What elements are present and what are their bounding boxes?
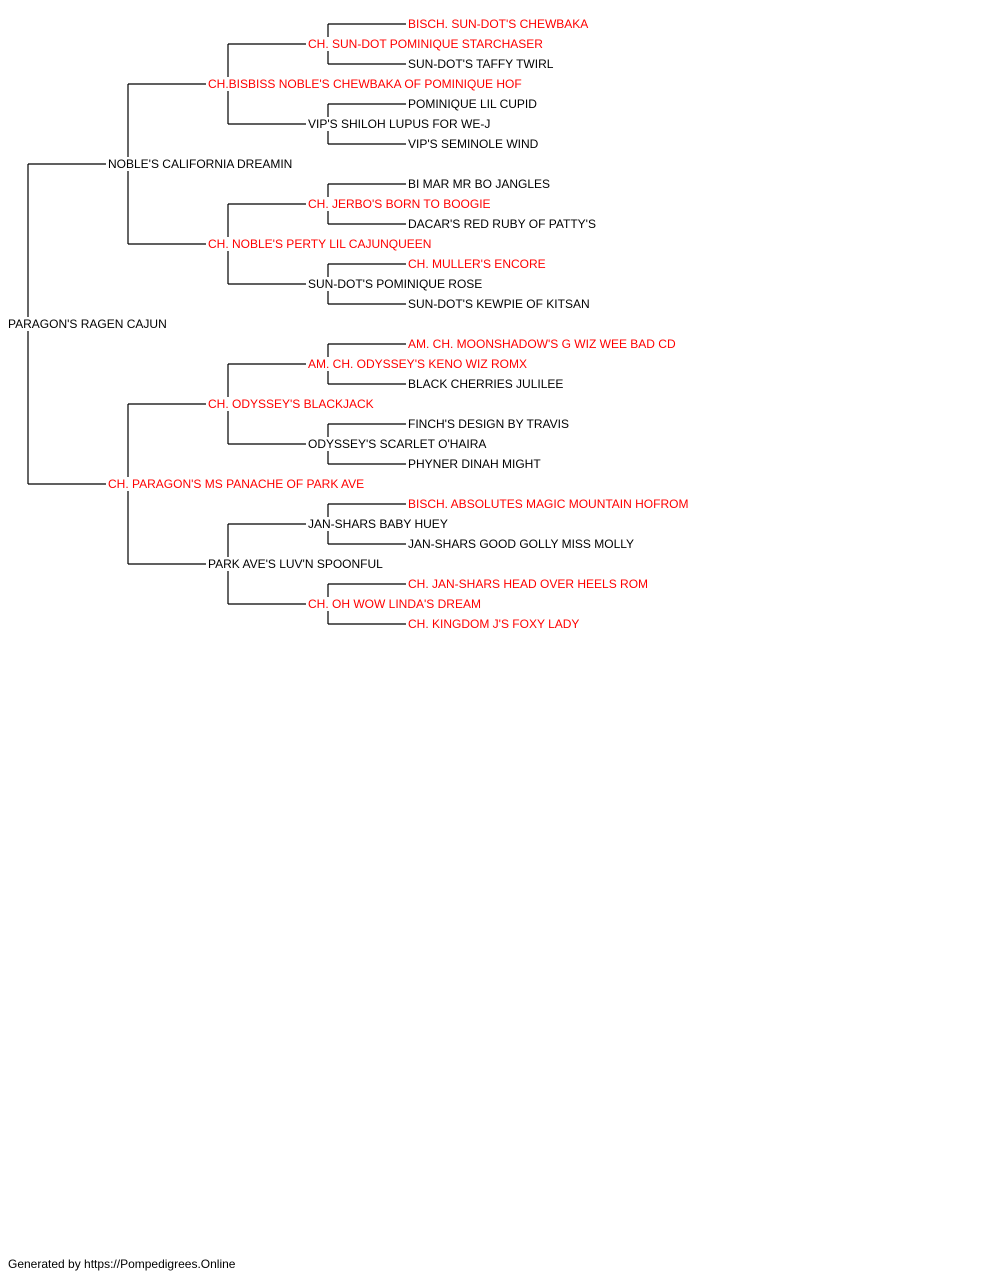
pedigree-node-gen1: CH. PARAGON'S MS PANACHE OF PARK AVE xyxy=(107,477,366,491)
pedigree-node-gen2: CH.BISBISS NOBLE'S CHEWBAKA OF POMINIQUE… xyxy=(207,77,523,91)
pedigree-node-gen4: BLACK CHERRIES JULILEE xyxy=(407,377,565,391)
pedigree-node-gen1: NOBLE'S CALIFORNIA DREAMIN xyxy=(107,157,294,171)
pedigree-node-gen4: CH. KINGDOM J'S FOXY LADY xyxy=(407,617,581,631)
pedigree-node-gen4: CH. MULLER'S ENCORE xyxy=(407,257,547,271)
pedigree-node-gen2: PARK AVE'S LUV'N SPOONFUL xyxy=(207,557,384,571)
pedigree-node-gen4: PHYNER DINAH MIGHT xyxy=(407,457,542,471)
pedigree-node-gen4: AM. CH. MOONSHADOW'S G WIZ WEE BAD CD xyxy=(407,337,677,351)
pedigree-node-gen4: VIP'S SEMINOLE WIND xyxy=(407,137,540,151)
pedigree-node-gen4: SUN-DOT'S KEWPIE OF KITSAN xyxy=(407,297,591,311)
pedigree-node-gen4: POMINIQUE LIL CUPID xyxy=(407,97,538,111)
pedigree-node-gen3: AM. CH. ODYSSEY'S KENO WIZ ROMX xyxy=(307,357,528,371)
pedigree-node-gen4: DACAR'S RED RUBY OF PATTY'S xyxy=(407,217,597,231)
pedigree-node-gen3: CH. JERBO'S BORN TO BOOGIE xyxy=(307,197,492,211)
pedigree-node-gen3: ODYSSEY'S SCARLET O'HAIRA xyxy=(307,437,488,451)
pedigree-node-gen4: SUN-DOT'S TAFFY TWIRL xyxy=(407,57,555,71)
pedigree-node-gen4: BISCH. SUN-DOT'S CHEWBAKA xyxy=(407,17,590,31)
pedigree-node-gen3: CH. SUN-DOT POMINIQUE STARCHASER xyxy=(307,37,544,51)
pedigree-node-gen4: JAN-SHARS GOOD GOLLY MISS MOLLY xyxy=(407,537,636,551)
footer-credit: Generated by https://Pompedigrees.Online xyxy=(8,1257,236,1271)
pedigree-node-gen4: FINCH'S DESIGN BY TRAVIS xyxy=(407,417,570,431)
pedigree-node-gen4: BI MAR MR BO JANGLES xyxy=(407,177,552,191)
pedigree-node-gen0: PARAGON'S RAGEN CAJUN xyxy=(7,317,168,331)
pedigree-node-gen4: BISCH. ABSOLUTES MAGIC MOUNTAIN HOFROM xyxy=(407,497,690,511)
pedigree-node-gen3: JAN-SHARS BABY HUEY xyxy=(307,517,449,531)
pedigree-node-gen3: SUN-DOT'S POMINIQUE ROSE xyxy=(307,277,484,291)
pedigree-node-gen3: VIP'S SHILOH LUPUS FOR WE-J xyxy=(307,117,492,131)
pedigree-node-gen3: CH. OH WOW LINDA'S DREAM xyxy=(307,597,482,611)
pedigree-node-gen4: CH. JAN-SHARS HEAD OVER HEELS ROM xyxy=(407,577,650,591)
pedigree-node-gen2: CH. NOBLE'S PERTY LIL CAJUNQUEEN xyxy=(207,237,433,251)
pedigree-node-gen2: CH. ODYSSEY'S BLACKJACK xyxy=(207,397,375,411)
